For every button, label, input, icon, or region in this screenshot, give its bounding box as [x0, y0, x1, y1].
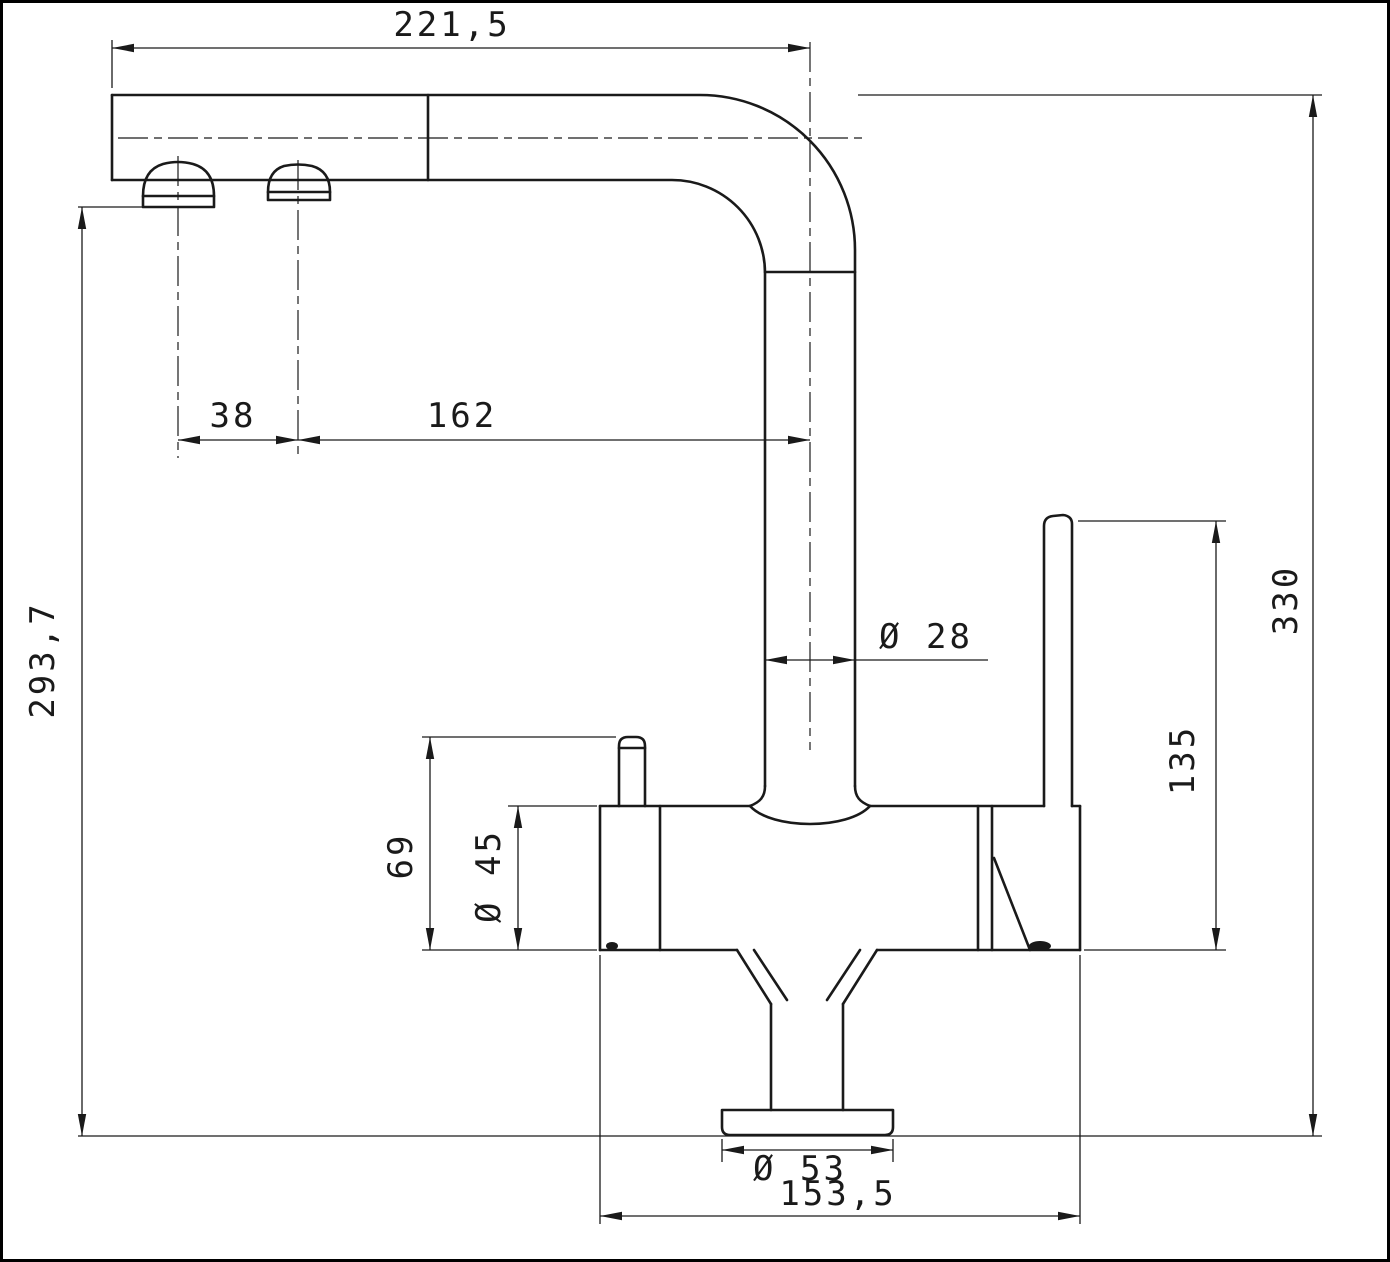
handle-rod-outline	[1042, 513, 1074, 808]
label-diverter-height: 69	[381, 833, 421, 880]
cone-right-outer	[841, 948, 879, 1006]
spout-top-and-pipe-right	[110, 93, 857, 788]
label-handle-height: 135	[1163, 725, 1203, 795]
label-spout-height: 293,7	[23, 601, 63, 718]
centerlines	[118, 42, 862, 750]
nozzle-1-outline	[141, 160, 216, 209]
handle-lever-diagonal	[992, 856, 1032, 952]
body-left-detail-dot	[606, 942, 618, 950]
dimension-labels: 221,5 38 162 293,7 Ø 28 330 135 69 Ø 45 …	[23, 5, 1306, 1214]
label-nozzle-spacing: 38	[210, 396, 257, 436]
label-pipe-diameter: Ø 28	[879, 617, 973, 657]
label-body-diameter: Ø 45	[469, 829, 509, 923]
faucet-outline	[110, 93, 1082, 1137]
cone-right-inner	[825, 948, 862, 1002]
label-overall-height: 330	[1266, 565, 1306, 635]
label-base-diameter: Ø 53	[753, 1149, 847, 1189]
base-flange-outline	[720, 1108, 895, 1137]
pipe-right-flare	[853, 784, 872, 808]
extension-lines	[78, 40, 1322, 1224]
cone-left-outer	[735, 948, 773, 1006]
label-top-width: 221,5	[393, 5, 510, 45]
label-base-width: 153,5	[779, 1174, 896, 1214]
cone-left-inner	[752, 948, 789, 1002]
handle-socket-oval	[1029, 941, 1051, 951]
spout-bottom-and-pipe-left	[110, 178, 767, 788]
label-nozzle-to-axis: 162	[427, 396, 497, 436]
nozzle-2-outline	[266, 163, 332, 202]
dimension-lines	[77, 43, 1318, 1221]
pipe-left-flare	[748, 784, 767, 808]
diverter-pin-outline	[617, 735, 647, 808]
pipe-body-saddle	[748, 804, 872, 826]
